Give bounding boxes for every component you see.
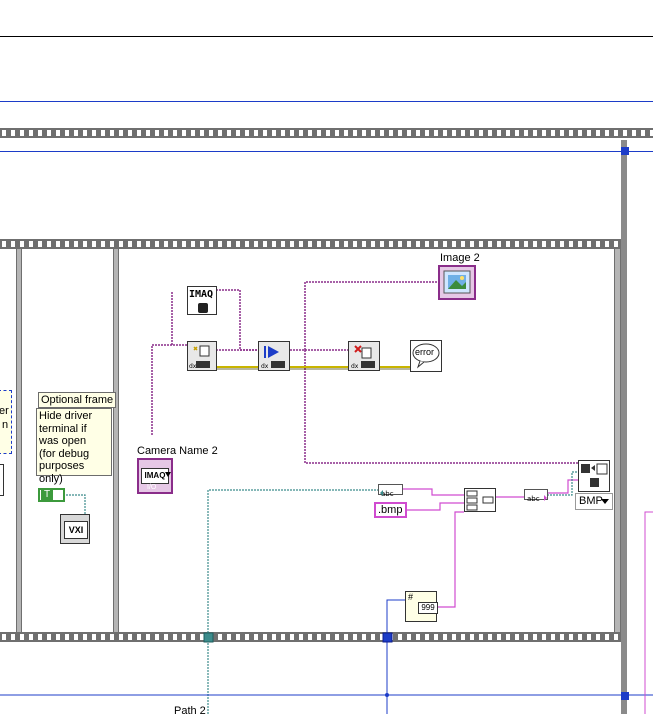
error-handler-node[interactable]: error xyxy=(410,340,442,372)
imaq-session-text: IMAQ xyxy=(189,289,214,300)
imaqdx-close-camera-node[interactable]: dx xyxy=(348,341,380,371)
image-indicator[interactable] xyxy=(438,265,476,300)
close-camera-icon: dx xyxy=(351,345,375,370)
left-partial-node[interactable]: er n xyxy=(0,390,12,454)
format-ring-constant[interactable]: BMP xyxy=(575,493,613,510)
debug-comment: Hide driver terminal if was open (for de… xyxy=(36,408,112,485)
outer-blue-wire xyxy=(0,151,653,152)
frame-divider-2 xyxy=(113,249,119,632)
number-format-hash: # xyxy=(408,592,414,602)
svg-text:abc: abc xyxy=(527,495,540,503)
imaq-session-node[interactable]: IMAQ xyxy=(187,286,217,315)
frame-divider-1 xyxy=(16,249,22,632)
optional-frame-label: Optional frame xyxy=(38,392,117,408)
outer-right-border[interactable] xyxy=(621,140,627,714)
tunnel-bottom-right[interactable] xyxy=(621,692,629,700)
open-camera-icon: dx xyxy=(189,345,210,370)
camera-name-control[interactable]: IMAQ I/O xyxy=(137,458,173,494)
string-to-path-node[interactable]: abc xyxy=(378,484,403,498)
tunnel-top-right[interactable] xyxy=(621,147,629,155)
left-partial-text-2: n xyxy=(2,419,9,431)
format-ring-arrow-icon xyxy=(601,499,609,504)
error-text: error xyxy=(415,347,435,357)
inner-sequence-bottom-border[interactable] xyxy=(0,632,621,642)
top-black-line xyxy=(0,36,653,37)
write-file-node[interactable] xyxy=(578,460,610,492)
path-to-string-icon: abc xyxy=(527,495,547,503)
top-blue-line xyxy=(0,101,653,102)
svg-text:dx: dx xyxy=(351,363,359,370)
vxi-icon: VXI xyxy=(64,521,88,539)
inner-sequence-top-border[interactable] xyxy=(0,239,621,249)
outer-sequence-top-border[interactable] xyxy=(0,128,653,138)
vxi-property-node[interactable]: VXI xyxy=(60,514,90,544)
camera-name-label: Camera Name 2 xyxy=(137,445,218,457)
left-partial-node-2[interactable] xyxy=(0,464,4,496)
true-constant[interactable]: T xyxy=(38,488,65,502)
format-ring-text: BMP xyxy=(579,495,603,507)
concatenate-strings-node[interactable] xyxy=(464,488,496,512)
true-constant-text: T xyxy=(41,489,53,501)
extension-string-constant[interactable]: .bmp xyxy=(374,502,407,518)
path-label: Path 2 xyxy=(174,705,206,717)
save-disk-icon xyxy=(581,463,608,487)
svg-text:dx: dx xyxy=(261,363,269,370)
concatenate-icon xyxy=(466,490,494,511)
path-to-string-node[interactable]: abc xyxy=(524,489,548,503)
camera-ctrl-sub: I/O xyxy=(147,484,157,491)
string-to-path-icon: abc xyxy=(380,490,394,498)
svg-text:abc: abc xyxy=(381,490,394,498)
frame-divider-3 xyxy=(614,249,621,632)
imaq-session-icon xyxy=(198,303,208,313)
svg-text:dx: dx xyxy=(189,363,197,370)
play-icon: dx xyxy=(261,346,285,370)
number-format-display: 999 xyxy=(418,602,438,614)
camera-ctrl-dropdown-icon xyxy=(165,472,171,477)
picture-icon xyxy=(443,270,471,294)
imaqdx-grab-node[interactable]: dx xyxy=(258,341,290,371)
image-label: Image 2 xyxy=(440,252,480,264)
left-partial-text-1: er xyxy=(0,405,9,417)
error-speech-icon xyxy=(412,343,440,369)
imaqdx-open-camera-node[interactable]: dx xyxy=(187,341,217,371)
number-format-node[interactable]: # 999 xyxy=(405,591,438,622)
